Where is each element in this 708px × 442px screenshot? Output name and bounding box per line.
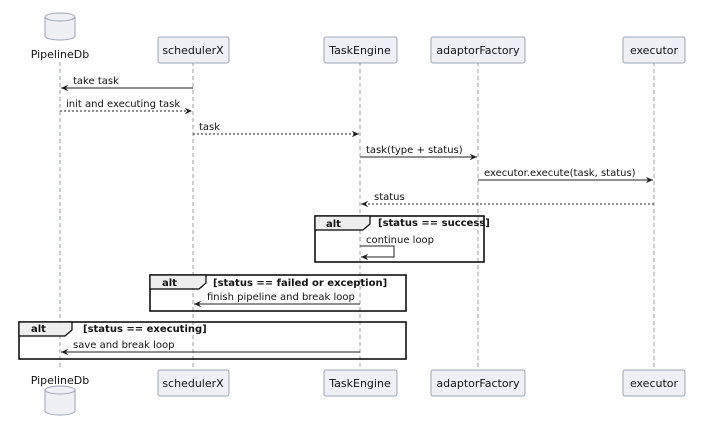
alt-fragment-failed: alt [status == failed or exception] [149,274,407,312]
database-icon [44,12,76,41]
participant-schedulerx-bottom: schedulerX [157,369,230,397]
alt-keyword: alt [31,324,46,335]
alt-guard: [status == executing] [83,324,207,335]
message-status: status [361,192,654,208]
message-finish-pipeline: finish pipeline and break loop [194,292,360,308]
svg-text:save and break loop: save and break loop [73,340,174,351]
svg-text:executor.execute(task, status): executor.execute(task, status) [484,168,636,179]
participant-adaptorfactory-top: adaptorFactory [430,36,526,64]
alt-guard: [status == success] [378,218,490,229]
message-task-type-status: task(type + status) [360,145,477,161]
participant-taskengine-top: TaskEngine [323,36,398,64]
participant-taskengine-bottom: TaskEngine [323,369,398,397]
alt-fragment-success: alt [status == success] [314,215,490,263]
participant-label: PipelineDb [31,374,90,387]
svg-text:finish pipeline and break loop: finish pipeline and break loop [207,292,355,303]
message-init-task: init and executing task [60,99,192,115]
message-task: task [193,122,359,138]
participant-label: schedulerX [162,377,224,390]
alt-keyword: alt [326,219,341,230]
participant-label: executor [630,377,679,390]
svg-text:continue loop: continue loop [366,235,434,246]
database-icon [44,385,76,416]
participant-adaptorfactory-bottom: adaptorFactory [430,369,526,397]
participant-label: TaskEngine [328,377,391,390]
participant-executor-top: executor [622,36,686,64]
participant-label: schedulerX [162,44,224,57]
participant-pipelinedb-top: PipelineDb [31,12,90,61]
participant-label: TaskEngine [328,44,391,57]
message-take-task: take task [61,76,193,92]
svg-text:status: status [374,192,405,203]
svg-text:take task: take task [73,76,119,87]
participant-label: executor [630,44,679,57]
message-continue-loop: continue loop [360,235,434,261]
alt-keyword: alt [162,278,177,289]
svg-text:task: task [199,122,220,133]
participant-executor-bottom: executor [622,369,686,397]
alt-fragment-executing: alt [status == executing] [18,321,407,360]
participant-pipelinedb-bottom: PipelineDb [31,374,90,416]
message-save-break: save and break loop [61,340,360,356]
participant-label: adaptorFactory [436,44,520,57]
alt-guard: [status == failed or exception] [213,278,387,289]
participant-label: adaptorFactory [436,377,520,390]
svg-text:init and executing task: init and executing task [66,99,180,110]
participant-label: PipelineDb [31,48,90,61]
message-executor-execute: executor.execute(task, status) [478,168,653,184]
participant-schedulerx-top: schedulerX [157,36,230,64]
svg-text:task(type + status): task(type + status) [366,145,463,156]
